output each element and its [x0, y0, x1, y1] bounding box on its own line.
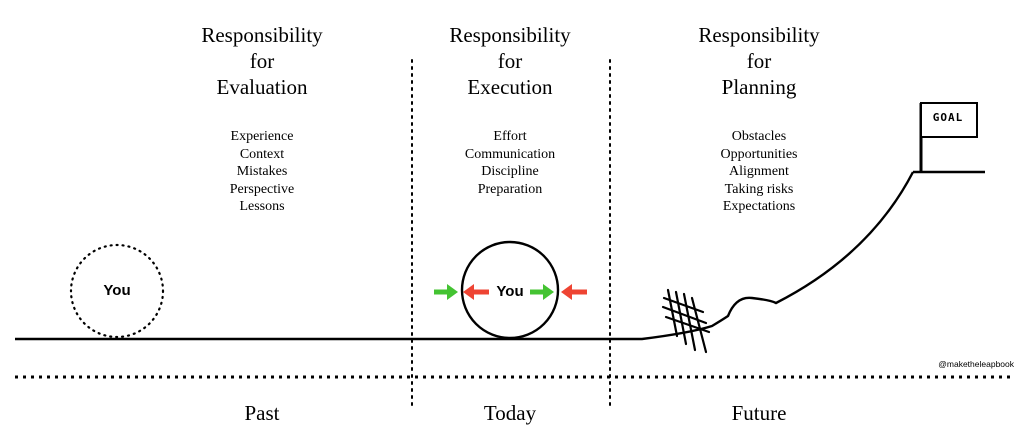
execution-heading-line: Execution	[467, 75, 553, 99]
timeline-future-label: Future	[731, 401, 787, 425]
list-item: Preparation	[477, 181, 543, 197]
evaluation-heading-line: Evaluation	[216, 75, 308, 99]
list-item: Experience	[230, 129, 294, 144]
goal-flag	[920, 102, 978, 138]
timeline-past-label: Past	[244, 401, 280, 425]
execution-heading-line: Responsibility	[449, 23, 571, 47]
evaluation-items: Experience Context Mistakes Perspective …	[142, 128, 382, 216]
green-arrow-icon	[530, 284, 554, 300]
you-past-label: You	[103, 282, 131, 299]
list-item: Obstacles	[731, 129, 787, 144]
ground-path	[15, 171, 915, 341]
you-today-label: You	[496, 283, 524, 300]
list-item: Alignment	[729, 164, 789, 179]
evaluation-heading-line: for	[249, 49, 275, 73]
list-item: Perspective	[229, 181, 295, 197]
planning-heading: Responsibility for Planning	[639, 22, 879, 100]
list-item: Taking risks	[724, 181, 794, 197]
red-arrow-icon	[561, 284, 587, 300]
execution-items: Effort Communication Discipline Preparat…	[390, 128, 630, 198]
red-arrow-icon	[463, 284, 489, 300]
list-item: Opportunities	[720, 146, 798, 162]
obstacle-hatch-icon	[661, 288, 711, 354]
list-item: Effort	[493, 129, 527, 144]
evaluation-heading: Responsibility for Evaluation	[142, 22, 382, 100]
execution-heading-line: for	[497, 49, 523, 73]
goal-label: GOAL	[932, 111, 964, 124]
evaluation-heading-line: Responsibility	[201, 23, 323, 47]
timeline-today-label: Today	[483, 401, 537, 425]
you-today-circle	[460, 240, 560, 340]
green-arrow-icon	[434, 284, 458, 300]
list-item: Expectations	[722, 199, 796, 214]
planning-items: Obstacles Opportunities Alignment Taking…	[639, 128, 879, 216]
planning-heading-line: for	[746, 49, 772, 73]
planning-heading-line: Responsibility	[698, 23, 820, 47]
list-item: Discipline	[481, 164, 539, 179]
list-item: Communication	[464, 146, 556, 162]
list-item: Mistakes	[236, 164, 288, 179]
credit-handle: @maketheleapbook	[938, 359, 1014, 369]
execution-heading: Responsibility for Execution	[390, 22, 630, 100]
you-past-circle	[69, 243, 165, 339]
planning-heading-line: Planning	[721, 75, 797, 99]
list-item: Lessons	[239, 199, 285, 214]
list-item: Context	[239, 146, 285, 162]
